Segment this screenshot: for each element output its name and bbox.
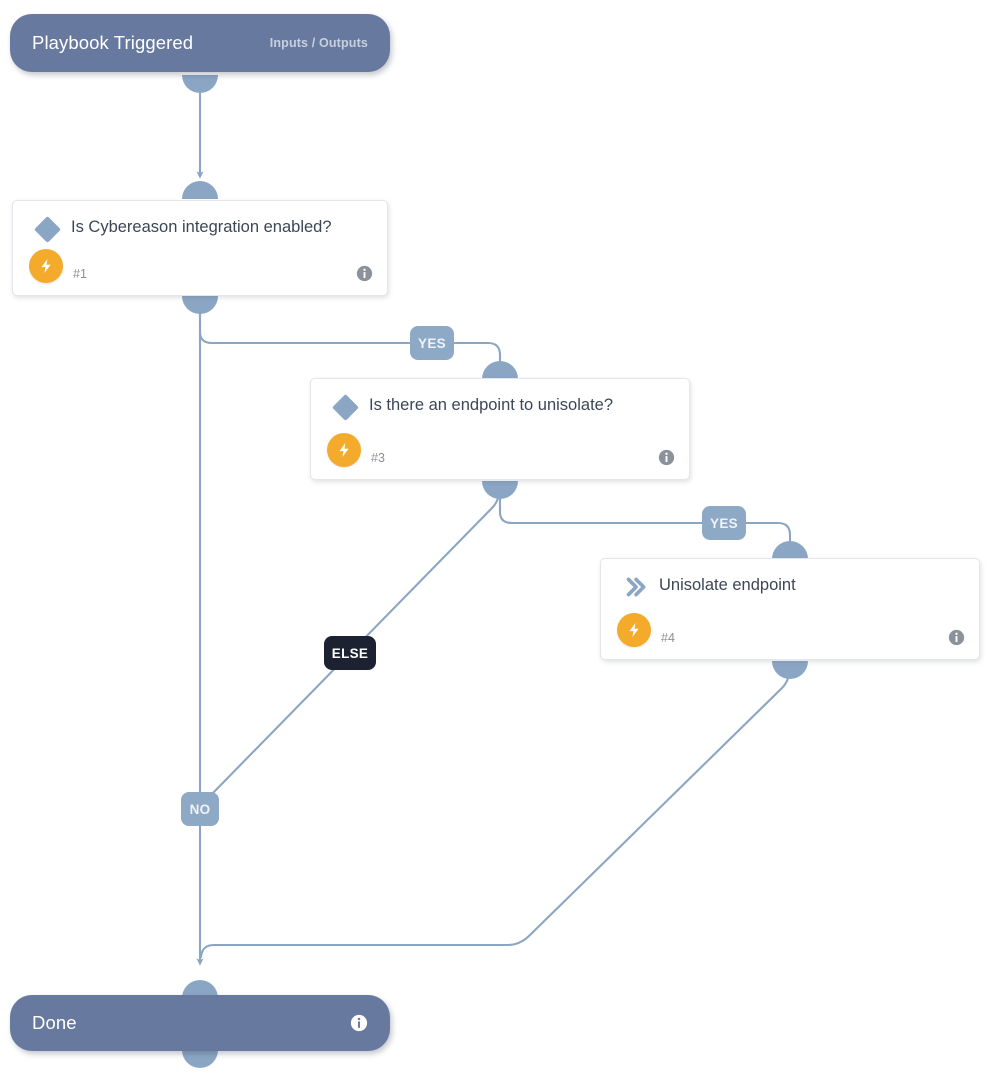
diamond-icon xyxy=(31,213,63,245)
node-is-there-an-endpoint-to-unisolate[interactable]: Is there an endpoint to unisolate? #3 xyxy=(310,378,690,480)
node-done[interactable]: Done xyxy=(10,995,390,1051)
edge-label-else[interactable]: ELSE xyxy=(324,636,376,670)
info-icon[interactable] xyxy=(350,1014,368,1032)
edge-label-text: YES xyxy=(418,335,446,351)
info-icon[interactable] xyxy=(948,629,965,646)
lightning-bolt-icon xyxy=(617,613,651,647)
lightning-bolt-icon xyxy=(29,249,63,283)
node-title: Unisolate endpoint xyxy=(659,576,796,594)
node-number: #4 xyxy=(661,631,675,645)
node-unisolate-endpoint[interactable]: Unisolate endpoint #4 xyxy=(600,558,980,660)
node-is-cybereason-integration-enabled[interactable]: Is Cybereason integration enabled? #1 xyxy=(12,200,388,296)
diamond-icon xyxy=(329,391,361,423)
node-playbook-triggered[interactable]: Playbook Triggered Inputs / Outputs xyxy=(10,14,390,72)
node-title: Done xyxy=(32,1012,77,1033)
info-icon[interactable] xyxy=(356,265,373,282)
info-icon[interactable] xyxy=(658,449,675,466)
edge-label-text: NO xyxy=(189,801,211,817)
double-chevron-icon xyxy=(619,571,651,603)
edge-label-text: YES xyxy=(710,515,738,531)
edge-label-yes-1[interactable]: YES xyxy=(410,326,454,360)
node-number: #1 xyxy=(73,267,87,281)
inputs-outputs-link[interactable]: Inputs / Outputs xyxy=(269,36,368,50)
lightning-bolt-icon xyxy=(327,433,361,467)
edge-label-no[interactable]: NO xyxy=(181,792,219,826)
edge-label-yes-2[interactable]: YES xyxy=(702,506,746,540)
node-title: Is Cybereason integration enabled? xyxy=(71,218,332,236)
edge-label-text: ELSE xyxy=(331,645,369,661)
node-number: #3 xyxy=(371,451,385,465)
node-title: Is there an endpoint to unisolate? xyxy=(369,396,614,414)
node-title: Playbook Triggered xyxy=(32,32,194,53)
